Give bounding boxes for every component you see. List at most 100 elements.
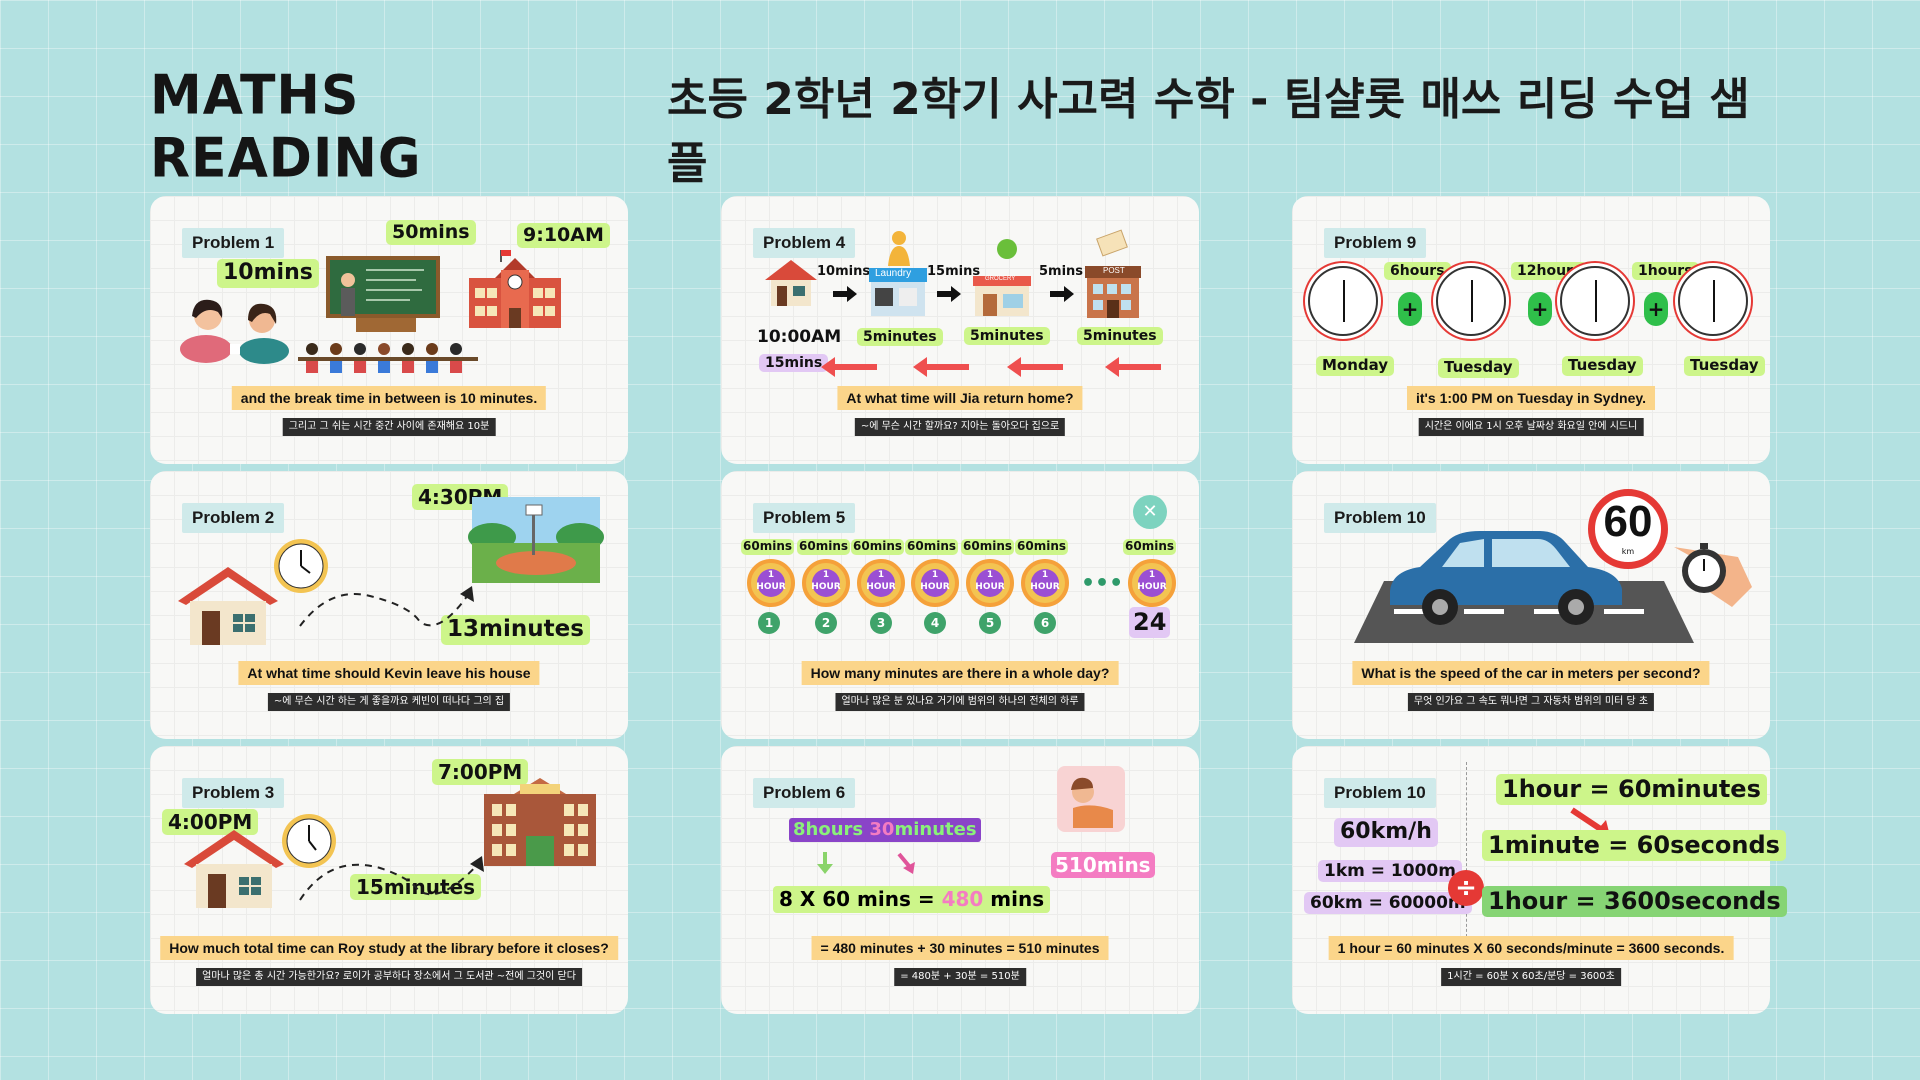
grocery-icon: GROCERY bbox=[973, 268, 1031, 318]
speed-kmh: 60km/h bbox=[1334, 818, 1438, 847]
hour-icon: 1 HOUR bbox=[1128, 559, 1176, 607]
problem-tag: Problem 1 bbox=[182, 228, 285, 258]
hour-number: 4 bbox=[924, 612, 946, 634]
english-caption: How many minutes are there in a whole da… bbox=[801, 661, 1119, 685]
stop-duration-label: 5minutes bbox=[857, 328, 943, 347]
problem-10-car-card[interactable]: Problem 10 60 km What is the speed of th… bbox=[1292, 471, 1770, 739]
problem-6-card[interactable]: Problem 6 8hours 30minutes 8 X 60 mins =… bbox=[721, 746, 1199, 1014]
grocery-sign: GROCERY bbox=[985, 276, 1016, 282]
time-label: 7:00PM bbox=[432, 759, 529, 785]
house-icon bbox=[182, 826, 286, 910]
arrow-down-icon bbox=[897, 852, 915, 874]
problem-tag: Problem 5 bbox=[753, 503, 856, 533]
house-icon bbox=[176, 563, 280, 647]
park-icon bbox=[468, 497, 604, 583]
return-duration-label: 15mins bbox=[759, 354, 829, 373]
hour-count-24: 24 bbox=[1129, 607, 1171, 639]
clock-icon bbox=[272, 537, 330, 595]
clock-icon bbox=[1308, 266, 1378, 336]
hour-minutes-equation: 1hour = 60minutes bbox=[1496, 774, 1767, 806]
day-label: Tuesday bbox=[1562, 356, 1643, 376]
problem-tag: Problem 4 bbox=[753, 228, 856, 258]
duration-label: 1hours bbox=[1632, 262, 1699, 281]
time-label: 4:30PM bbox=[412, 484, 509, 510]
arrow-right-icon bbox=[833, 286, 857, 302]
duration-label: 10mins bbox=[217, 259, 319, 288]
hour-badge-text: 1 HOUR bbox=[1030, 570, 1060, 592]
chalkboard-icon bbox=[326, 256, 440, 336]
hour-mins-label: 60mins bbox=[797, 539, 851, 555]
library-icon bbox=[480, 776, 600, 868]
hour-number: 1 bbox=[758, 612, 780, 634]
hour-icon: 1 HOUR bbox=[911, 559, 959, 607]
hours-minutes-label: 8hours 30minutes bbox=[789, 818, 981, 843]
hour-mins-label: 60mins bbox=[741, 539, 795, 555]
hour-number: 2 bbox=[815, 612, 837, 634]
apple-icon bbox=[995, 236, 1019, 260]
clock-icon bbox=[1436, 266, 1506, 336]
hour-icon: 1 HOUR bbox=[802, 559, 850, 607]
problem-5-card[interactable]: Problem 5 ✕ 60mins 60mins 60mins 60mins … bbox=[721, 471, 1199, 739]
problem-tag: Problem 10 bbox=[1324, 778, 1436, 808]
korean-caption: ~에 무슨 시간 할까요? 지아는 돌아오다 집으로 bbox=[854, 418, 1066, 436]
problem-1-card[interactable]: Problem 1 10mins 50mins 9:10AM bbox=[150, 196, 628, 464]
plus-icon: + bbox=[1528, 292, 1552, 326]
hour-mins-label: 60mins bbox=[1123, 539, 1177, 555]
ellipsis: ••• bbox=[1081, 571, 1124, 596]
plus-icon: + bbox=[1644, 292, 1668, 326]
stop-duration-label: 5minutes bbox=[964, 327, 1050, 346]
problem-tag: Problem 10 bbox=[1324, 503, 1436, 533]
km-to-m-label: 1km = 1000m bbox=[1318, 860, 1462, 883]
laundry-icon: Laundry bbox=[869, 266, 927, 318]
english-caption: At what time should Kevin leave his hous… bbox=[238, 661, 540, 685]
page-subtitle: 초등 2학년 2학기 사고력 수학 - 팀샬롯 매쓰 리딩 수업 샘플 bbox=[667, 74, 1750, 189]
km-to-m-total: 60km = 60000m bbox=[1304, 892, 1472, 915]
arrow-left-icon bbox=[821, 357, 877, 377]
hour-badge-text: 1 HOUR bbox=[756, 570, 786, 592]
students-icon bbox=[178, 294, 293, 364]
hour-mins-label: 60mins bbox=[1015, 539, 1069, 555]
path-line bbox=[299, 850, 490, 910]
korean-caption: 얼마나 많은 분 있나요 거기에 범위의 하나의 전체의 하루 bbox=[835, 693, 1085, 711]
arrow-left-icon bbox=[1007, 357, 1063, 377]
speed-limit-value: 60 bbox=[1603, 497, 1653, 546]
close-icon[interactable]: ✕ bbox=[1133, 495, 1167, 529]
house-icon bbox=[765, 258, 817, 308]
post-office-icon: POST bbox=[1085, 260, 1141, 318]
envelope-icon bbox=[1096, 229, 1129, 257]
duration-label: 10mins bbox=[817, 264, 871, 279]
problem-tag: Problem 2 bbox=[182, 503, 285, 533]
duration-label: 13minutes bbox=[441, 615, 590, 645]
korean-caption: 1시간 = 60분 X 60초/분당 = 3600초 bbox=[1441, 968, 1621, 986]
english-caption: How much total time can Roy study at the… bbox=[160, 936, 618, 960]
hour-mins-label: 60mins bbox=[851, 539, 905, 555]
hour-number: 6 bbox=[1034, 612, 1056, 634]
arrow-right-icon bbox=[937, 286, 961, 302]
hour-icon: 1 HOUR bbox=[1021, 559, 1069, 607]
hour-badge-text: 1 HOUR bbox=[811, 570, 841, 592]
korean-caption: 그리고 그 쉬는 시간 중간 사이에 존재해요 10분 bbox=[282, 418, 496, 436]
problem-10-conversion-card[interactable]: Problem 10 60km/h 1km = 1000m 60km = 600… bbox=[1292, 746, 1787, 1014]
english-caption: and the break time in between is 10 minu… bbox=[231, 386, 547, 410]
speed-limit-sign: 60 km bbox=[1588, 489, 1668, 569]
arrow-right-icon bbox=[1050, 286, 1074, 302]
multiplication-equation: 8 X 60 mins = 480 mins bbox=[773, 886, 1051, 913]
problem-3-card[interactable]: Problem 3 7:00PM 4:00PM 15minutes bbox=[150, 746, 628, 1014]
day-label: Monday bbox=[1316, 356, 1395, 376]
duration-label: 6hours bbox=[1384, 262, 1451, 281]
problem-4-card[interactable]: Problem 4 10mins Laundry 15mins GROC bbox=[721, 196, 1199, 464]
english-caption: 1 hour = 60 minutes X 60 seconds/minute … bbox=[1328, 936, 1734, 960]
problem-2-card[interactable]: Problem 2 4:30PM 13minutes bbox=[150, 471, 628, 739]
duration-label: 50mins bbox=[386, 220, 476, 245]
korean-caption: = 480분 + 30분 = 510분 bbox=[894, 968, 1026, 986]
arrow-left-icon bbox=[913, 357, 969, 377]
laundry-person-icon bbox=[884, 228, 914, 268]
problem-9-card[interactable]: Problem 9 6hours 12hours 1hours + + + Mo… bbox=[1292, 196, 1770, 464]
english-caption: it's 1:00 PM on Tuesday in Sydney. bbox=[1407, 386, 1655, 410]
clock-icon bbox=[1560, 266, 1630, 336]
sleeping-person-icon bbox=[1051, 762, 1131, 836]
hour-seconds-equation: 1hour = 3600seconds bbox=[1482, 886, 1787, 918]
post-sign: POST bbox=[1103, 266, 1125, 275]
page-title: MATHS READING bbox=[150, 64, 422, 190]
hour-icon: 1 HOUR bbox=[966, 559, 1014, 607]
